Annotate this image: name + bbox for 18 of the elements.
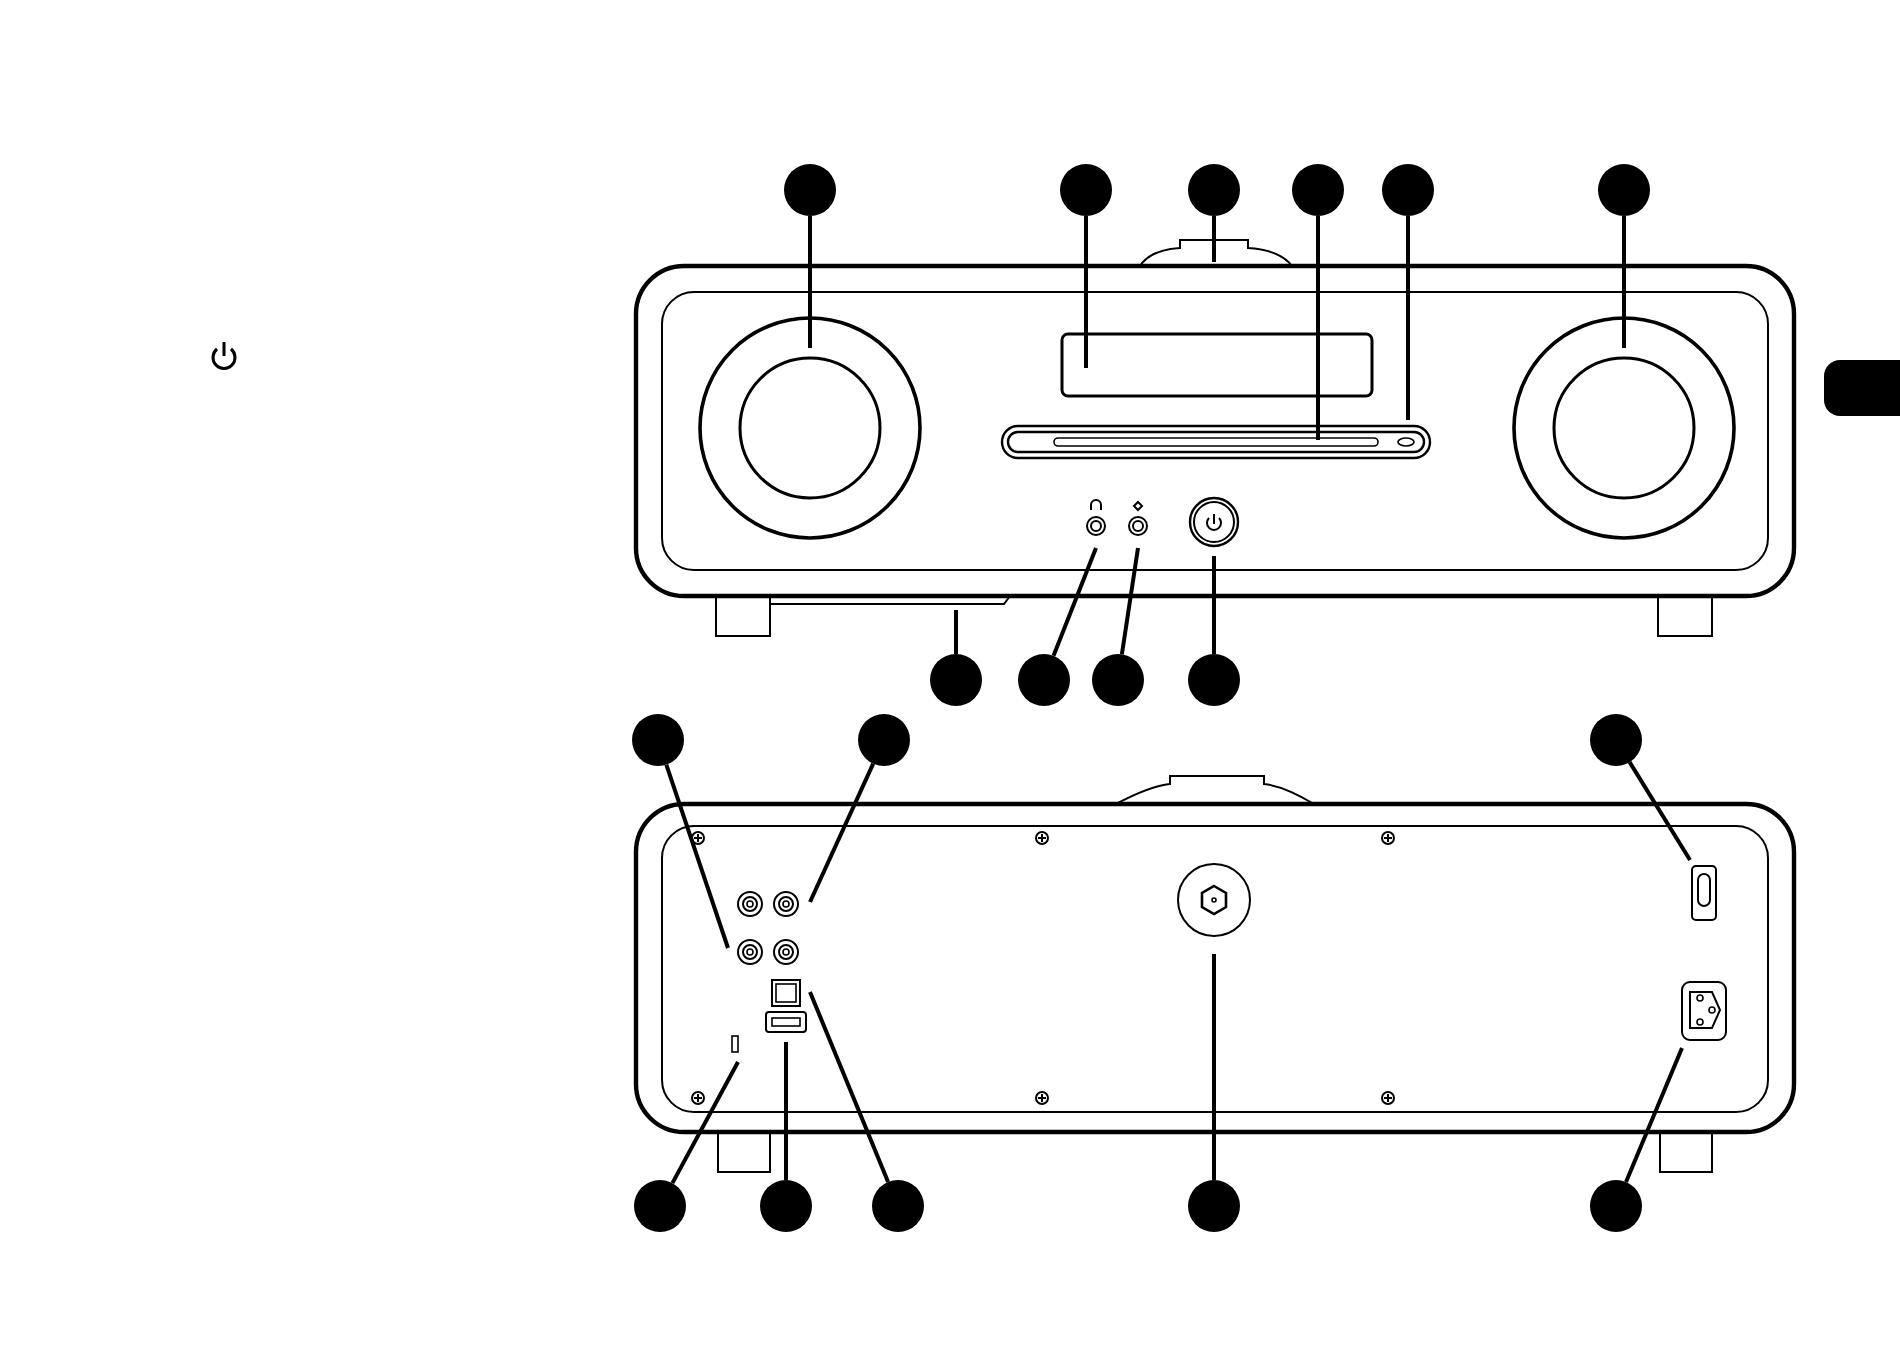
leader-line xyxy=(1316,216,1320,440)
leader-line xyxy=(1084,216,1088,368)
leader-line xyxy=(1622,216,1626,348)
leader-line xyxy=(664,764,730,949)
leader-line xyxy=(670,1061,740,1185)
leader-line xyxy=(1406,216,1410,420)
leader-line xyxy=(1212,556,1216,654)
leader-line xyxy=(1212,954,1216,1180)
leader-line xyxy=(784,1042,788,1180)
leader-line xyxy=(1051,547,1098,657)
leader-line xyxy=(1119,547,1140,655)
leader-line xyxy=(808,216,812,348)
leader-line xyxy=(808,762,875,903)
leader-line xyxy=(808,991,890,1183)
leader-line xyxy=(1627,761,1692,862)
leader-line xyxy=(954,610,958,654)
leader-line xyxy=(1212,216,1216,262)
leader-line xyxy=(1624,1047,1684,1183)
